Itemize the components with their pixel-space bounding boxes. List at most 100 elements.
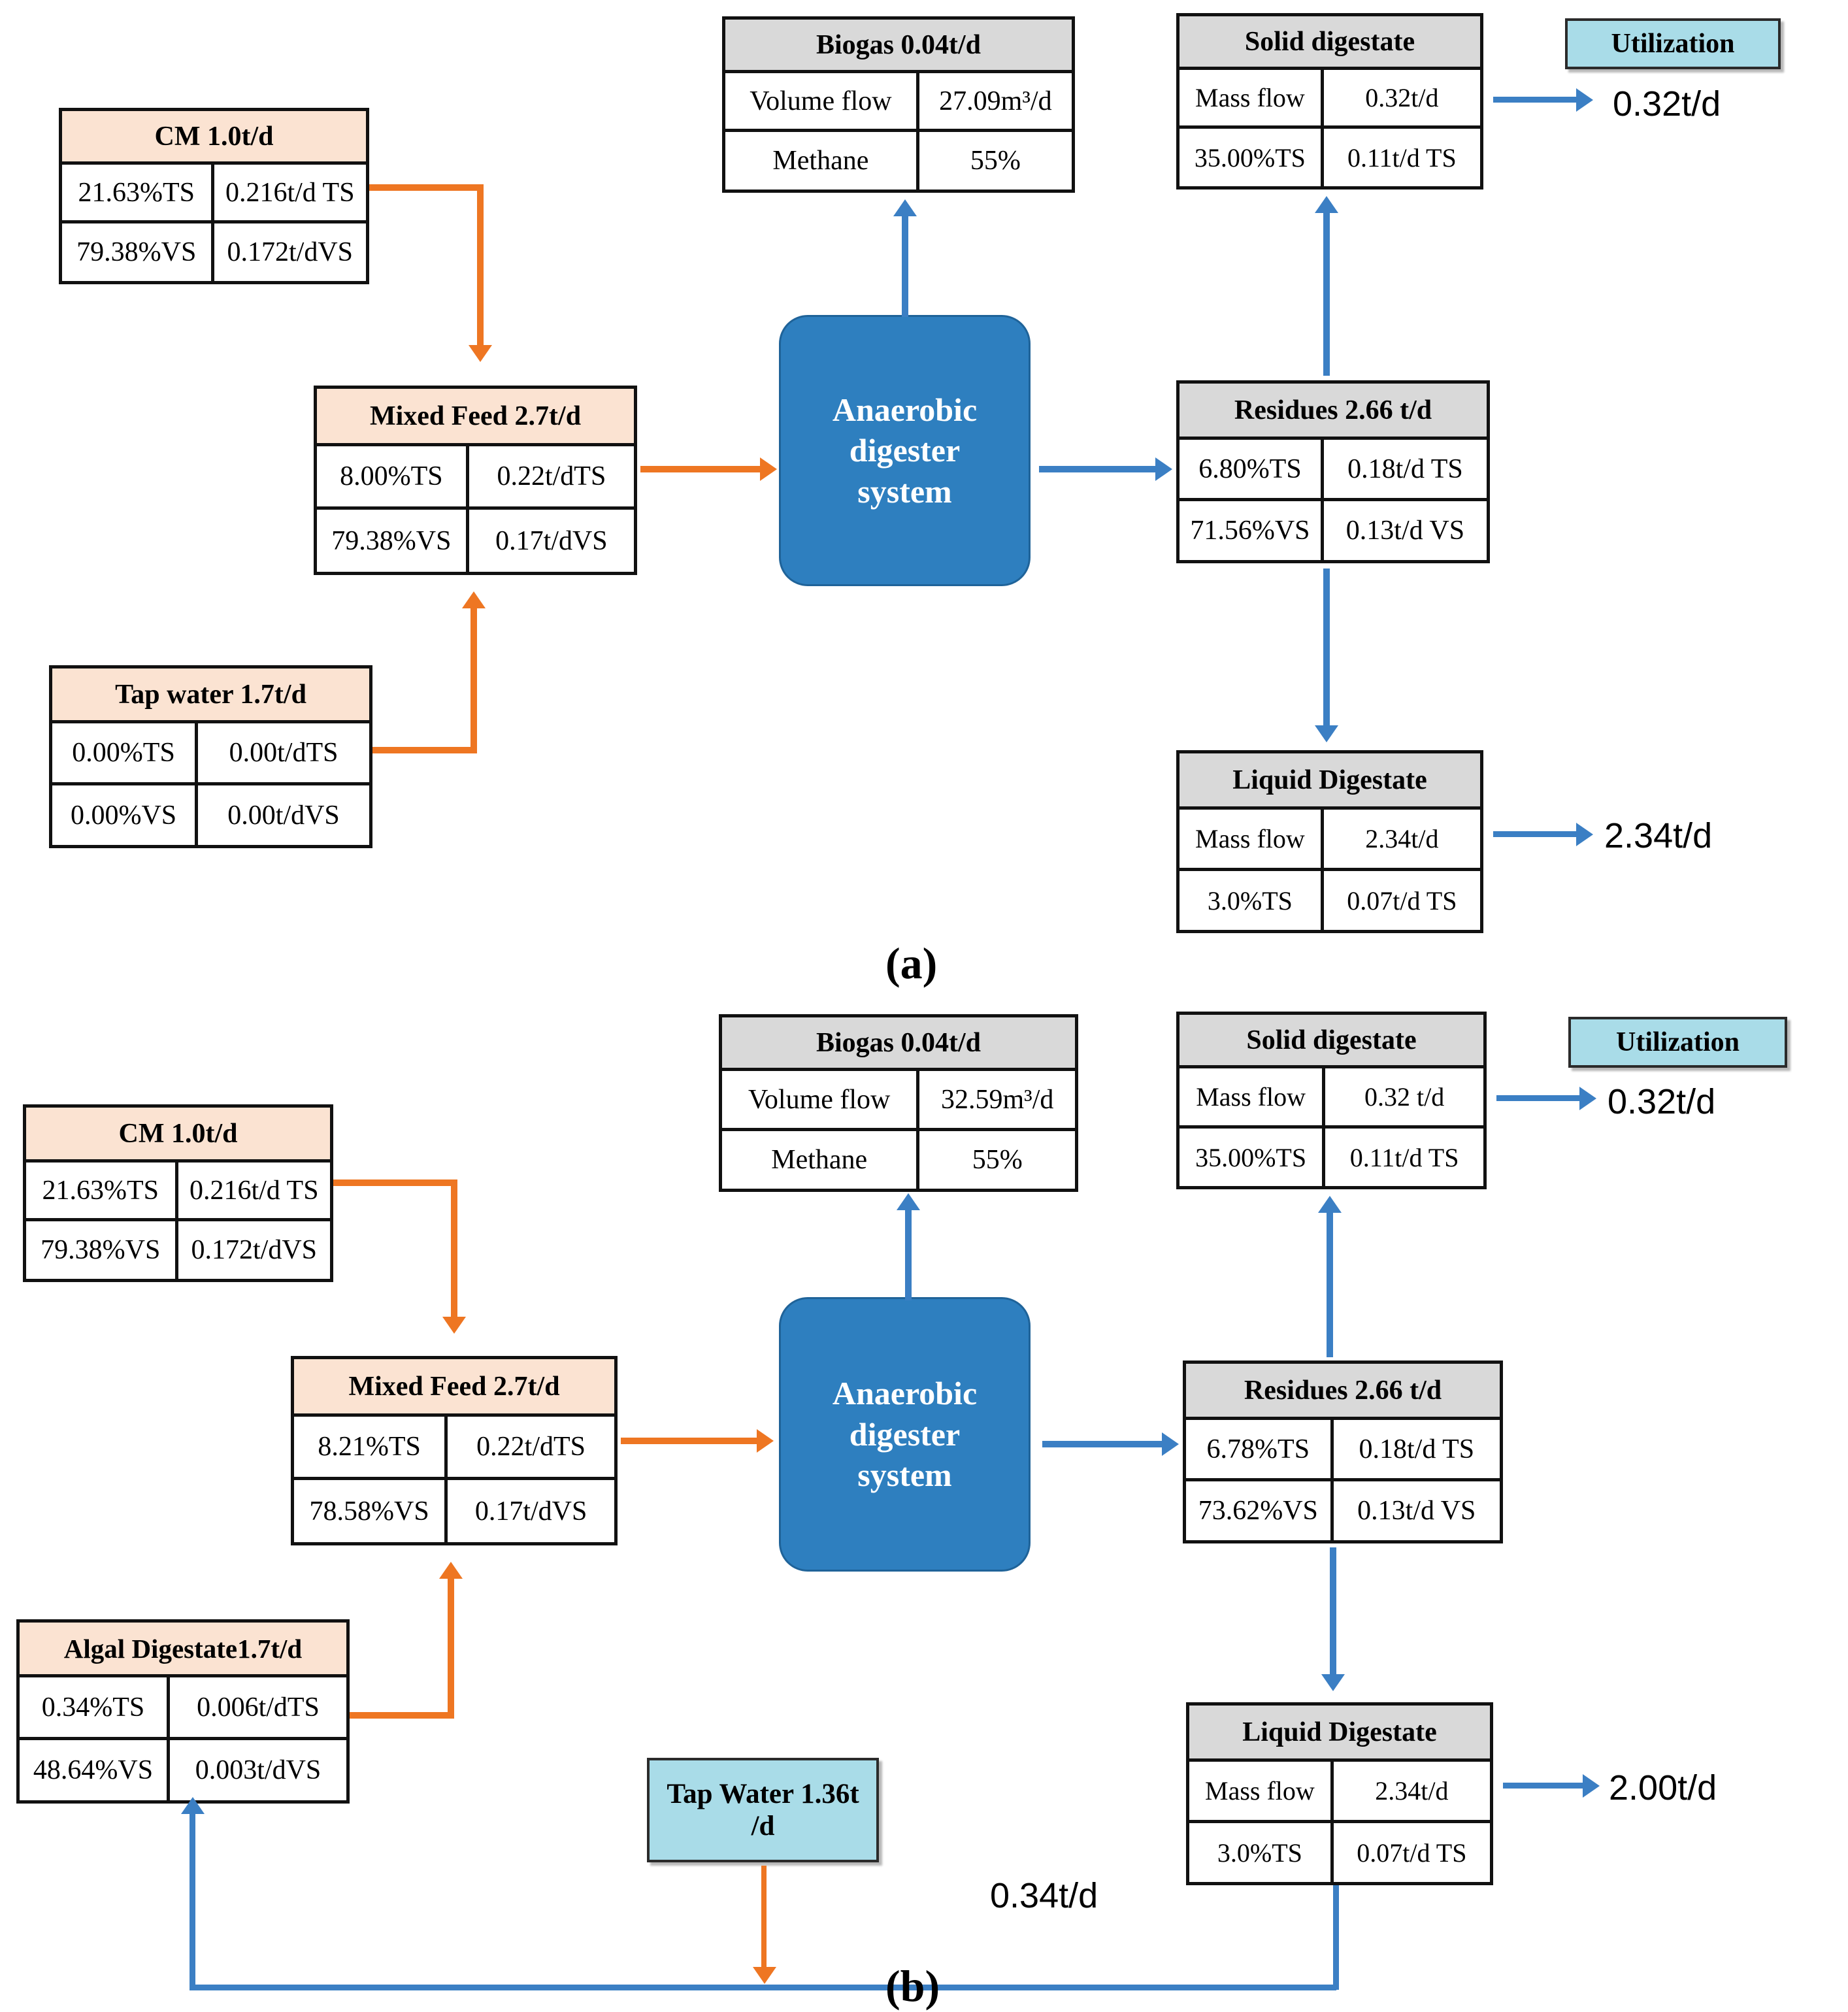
arrow-residues-to-solid-b <box>1318 1196 1342 1213</box>
arrow-solid-out-a <box>1576 88 1593 112</box>
arrow-liquid-out-b <box>1583 1774 1600 1798</box>
cell-ts-val: 0.11t/d TS <box>1347 142 1457 173</box>
arrow-residues-to-liquid-a <box>1315 725 1338 742</box>
cell-methane-value: 55% <box>970 146 1021 176</box>
cell-ts-pct: 8.21%TS <box>294 1417 448 1477</box>
cell-ts-pct: 0.00%TS <box>52 723 199 782</box>
table-solid-digestate-b: Solid digestate Mass flow 0.32 t/d 35.00… <box>1176 1012 1487 1189</box>
connector-tapwater-down-b <box>761 1866 767 1970</box>
flow-label-liquid-out-b: 2.00t/d <box>1609 1768 1717 1807</box>
arrow-digester-to-residues-b <box>1162 1432 1179 1456</box>
cell-methane-label: Methane <box>725 132 919 190</box>
connector-digester-to-residues-a <box>1039 466 1160 472</box>
connector-residues-to-solid-a <box>1323 212 1330 376</box>
cell-vs-pct: 73.62%VS <box>1186 1481 1334 1540</box>
connector-residues-to-solid-b <box>1327 1212 1333 1357</box>
connector-algal-to-mixedfeed-b <box>350 1712 454 1719</box>
arrow-mixedfeed-to-digester-a <box>760 457 777 481</box>
table-biogas-a: Biogas 0.04t/d Volume flow 27.09m³/d Met… <box>722 16 1075 193</box>
connector-recycle-horizontal-b <box>190 1985 1336 1990</box>
panel-label-b: (b) <box>885 1961 940 2011</box>
connector-algal-to-mixedfeed-vert-b <box>448 1578 454 1717</box>
table-residues-b: Residues 2.66 t/d 6.78%TS 0.18t/d TS 73.… <box>1183 1361 1503 1543</box>
flow-label-recycle-b: 0.34t/d <box>990 1876 1098 1915</box>
connector-cm-to-mixedfeed-vert-a <box>477 184 484 348</box>
cell-vs-pct: 0.00%VS <box>52 785 199 846</box>
table-cm-b: CM 1.0t/d 21.63%TS 0.216t/d TS 79.38%VS … <box>23 1104 333 1282</box>
table-liquid-digestate-b-header: Liquid Digestate <box>1189 1706 1490 1762</box>
table-biogas-b-header: Biogas 0.04t/d <box>722 1017 1075 1071</box>
cell-mass-flow-value: 2.34t/d <box>1365 824 1439 853</box>
arrow-liquid-out-a <box>1576 823 1593 846</box>
arrow-recycle-to-algal-b <box>181 1797 205 1814</box>
arrow-cm-to-mixedfeed-a <box>469 345 492 362</box>
arrow-digester-to-residues-a <box>1155 457 1172 481</box>
arrow-digester-to-biogas-a <box>893 199 917 216</box>
connector-recycle-down-b <box>1333 1885 1339 1990</box>
cell-ts-val: 0.18t/d TS <box>1347 454 1463 484</box>
connector-cm-to-mixedfeed-vert-b <box>451 1179 457 1320</box>
cell-vs-val: 0.00t/dVS <box>227 800 340 831</box>
cell-ts-val: 0.07t/d TS <box>1347 885 1457 915</box>
table-liquid-digestate-a-header: Liquid Digestate <box>1180 753 1480 810</box>
table-biogas-a-header: Biogas 0.04t/d <box>725 20 1072 73</box>
cell-vs-pct: 79.38%VS <box>317 510 469 572</box>
tap-water-box-b: Tap Water 1.36t /d <box>647 1758 879 1862</box>
flow-label-liquid-out-a: 2.34t/d <box>1604 816 1713 855</box>
table-cm-a-header: CM 1.0t/d <box>62 111 366 165</box>
cell-ts-val: 0.216t/d TS <box>225 177 355 208</box>
cell-mass-flow-label: Mass flow <box>1189 1762 1334 1820</box>
cell-vs-val: 0.003t/dVS <box>195 1755 322 1785</box>
connector-cm-to-mixedfeed-b <box>333 1179 457 1186</box>
connector-mixedfeed-to-digester-b <box>621 1438 761 1444</box>
connector-residues-to-liquid-b <box>1330 1547 1336 1678</box>
table-mixed-feed-a-header: Mixed Feed 2.7t/d <box>317 389 634 446</box>
cell-vs-val: 0.172t/dVS <box>191 1235 318 1265</box>
cell-vs-pct: 71.56%VS <box>1180 501 1324 560</box>
arrow-mixedfeed-to-digester-b <box>757 1429 774 1453</box>
connector-tapwater-to-mixedfeed-a <box>372 747 477 753</box>
cell-volume-flow-label: Volume flow <box>725 73 919 129</box>
panel-label-a: (a) <box>885 938 938 988</box>
cell-ts-pct: 8.00%TS <box>317 446 469 506</box>
table-solid-digestate-b-header: Solid digestate <box>1180 1015 1483 1068</box>
cell-vs-val: 0.13t/d VS <box>1357 1496 1476 1526</box>
arrow-residues-to-solid-a <box>1315 196 1338 213</box>
table-liquid-digestate-a: Liquid Digestate Mass flow 2.34t/d 3.0%T… <box>1176 750 1483 933</box>
connector-mixedfeed-to-digester-a <box>640 466 765 472</box>
cell-ts-val: 0.07t/d TS <box>1357 1838 1467 1868</box>
digester-b: Anaerobic digester system <box>779 1297 1031 1572</box>
connector-residues-to-liquid-a <box>1323 569 1330 729</box>
table-tap-water-a-header: Tap water 1.7t/d <box>52 668 369 723</box>
table-algal-digestate-b-header: Algal Digestate1.7t/d <box>20 1623 346 1677</box>
cell-vs-val: 0.172t/dVS <box>227 237 354 267</box>
flow-label-solid-out-a: 0.32t/d <box>1613 84 1721 124</box>
cell-vs-val: 0.17t/dVS <box>495 525 608 556</box>
cell-ts-val: 0.216t/d TS <box>189 1175 319 1206</box>
connector-liquid-out-a <box>1493 831 1581 837</box>
cell-ts-val: 0.006t/dTS <box>197 1692 320 1723</box>
connector-recycle-up-b <box>190 1813 195 1987</box>
cell-methane-value: 55% <box>972 1145 1023 1175</box>
arrow-cm-to-mixedfeed-b <box>442 1317 466 1334</box>
cell-volume-flow-label: Volume flow <box>722 1071 920 1128</box>
connector-cm-to-mixedfeed-a <box>369 184 484 191</box>
connector-liquid-out-b <box>1503 1783 1588 1789</box>
arrow-algal-to-mixedfeed-b <box>439 1562 463 1579</box>
table-tap-water-a: Tap water 1.7t/d 0.00%TS 0.00t/dTS 0.00%… <box>49 665 372 848</box>
connector-digester-to-residues-b <box>1042 1441 1166 1447</box>
connector-tapwater-to-mixedfeed-vert-a <box>470 608 477 750</box>
flow-label-solid-out-b: 0.32t/d <box>1608 1082 1716 1121</box>
cell-ts-val: 0.22t/dTS <box>476 1432 586 1462</box>
cell-ts-val: 0.11t/d TS <box>1349 1142 1459 1172</box>
cell-methane-label: Methane <box>722 1131 920 1189</box>
cell-mass-flow-label: Mass flow <box>1180 810 1324 868</box>
cell-ts-pct: 3.0%TS <box>1189 1823 1334 1882</box>
cell-vs-pct: 78.58%VS <box>294 1480 448 1542</box>
arrow-residues-to-liquid-b <box>1321 1674 1345 1691</box>
arrow-solid-out-b <box>1579 1087 1596 1110</box>
connector-solid-out-b <box>1496 1095 1585 1101</box>
cell-vs-val: 0.13t/d VS <box>1345 516 1465 546</box>
table-solid-digestate-a-header: Solid digestate <box>1180 16 1480 70</box>
cell-ts-pct: 6.78%TS <box>1186 1420 1334 1478</box>
